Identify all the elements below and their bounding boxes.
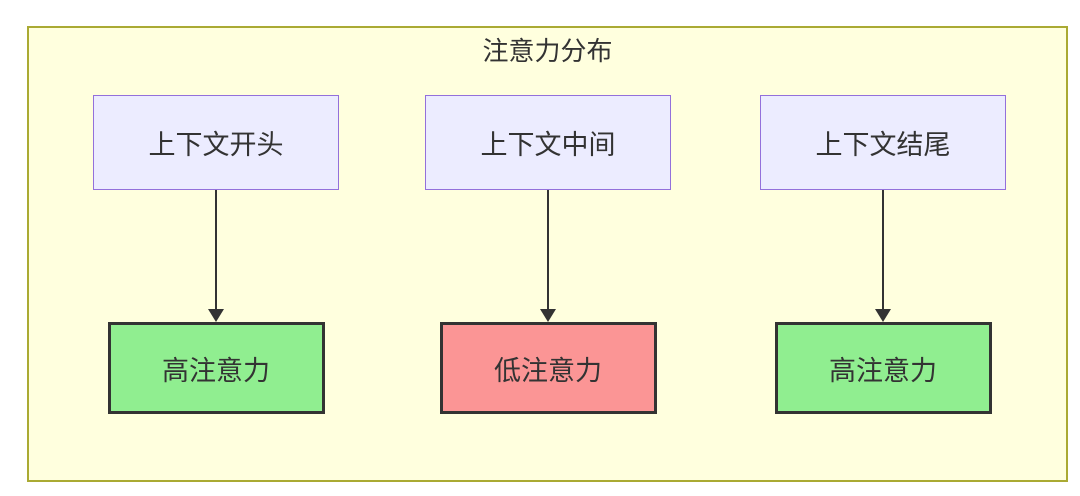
node-context-end: 上下文结尾 <box>760 95 1006 190</box>
arrow-down-3 <box>875 190 891 322</box>
node-high-attention-left: 高注意力 <box>107 322 325 414</box>
column-context-start: 上下文开头 高注意力 <box>93 95 339 414</box>
column-context-end: 上下文结尾 高注意力 <box>760 95 1006 414</box>
arrow-line <box>547 190 549 309</box>
node-context-middle: 上下文中间 <box>425 95 671 190</box>
arrow-head-icon <box>208 309 224 322</box>
node-high-attention-right: 高注意力 <box>774 322 992 414</box>
arrow-line <box>882 190 884 309</box>
arrow-down-2 <box>540 190 556 322</box>
node-context-start: 上下文开头 <box>93 95 339 190</box>
arrow-down-1 <box>208 190 224 322</box>
node-low-attention: 低注意力 <box>439 322 657 414</box>
column-context-middle: 上下文中间 低注意力 <box>425 95 671 414</box>
arrow-head-icon <box>540 309 556 322</box>
attention-distribution-cluster: 注意力分布 上下文开头 高注意力 上下文中间 低注意力 上下文结尾 高注意力 <box>27 26 1068 482</box>
diagram-title: 注意力分布 <box>482 36 613 66</box>
arrow-head-icon <box>875 309 891 322</box>
arrow-line <box>215 190 217 309</box>
